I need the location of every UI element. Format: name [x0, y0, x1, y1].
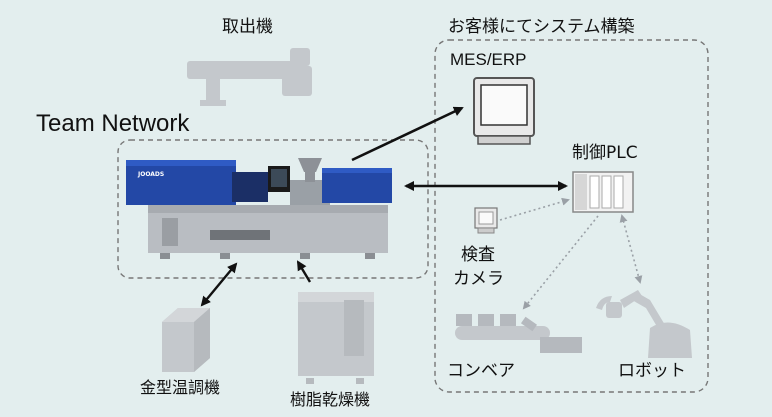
camera-icon [474, 207, 498, 234]
camera-label-line1: 検査 [461, 245, 495, 265]
mold-temp-label: 金型温調機 [140, 378, 221, 397]
injection-molding-machine [126, 158, 392, 259]
robot-label: ロボット [618, 361, 686, 381]
dotted-arrow-plc-conveyor [522, 215, 599, 310]
robot-icon [596, 290, 692, 358]
plc-icon [572, 171, 634, 213]
mes-erp-label: MES/ERP [450, 50, 527, 69]
robot-arm-label: 取出機 [222, 17, 273, 37]
arrow-dryer-to-machine [296, 260, 312, 283]
computer-icon [473, 77, 535, 145]
arrow-machine-mold-temp [200, 262, 238, 307]
resin-dryer-icon [298, 292, 374, 384]
robot-arm-icon [187, 48, 312, 106]
arrow-machine-to-mes [351, 106, 464, 162]
conveyor-icon [455, 314, 582, 353]
camera-label-line2: カメラ [453, 269, 504, 289]
mold-temperature-controller-icon [162, 308, 210, 372]
team-network-frame [117, 139, 429, 279]
customer-system-label: お客様にてシステム構築 [448, 17, 635, 37]
dryer-label: 樹脂乾燥機 [290, 390, 371, 409]
conveyor-label: コンベア [447, 361, 515, 381]
dotted-arrow-plc-robot [619, 214, 643, 284]
machine-brand-label: JOOADS [137, 171, 164, 178]
team-network-title: Team Network [36, 110, 190, 137]
plc-label: 制御PLC [572, 143, 638, 163]
dotted-arrow-camera-plc [499, 197, 570, 221]
